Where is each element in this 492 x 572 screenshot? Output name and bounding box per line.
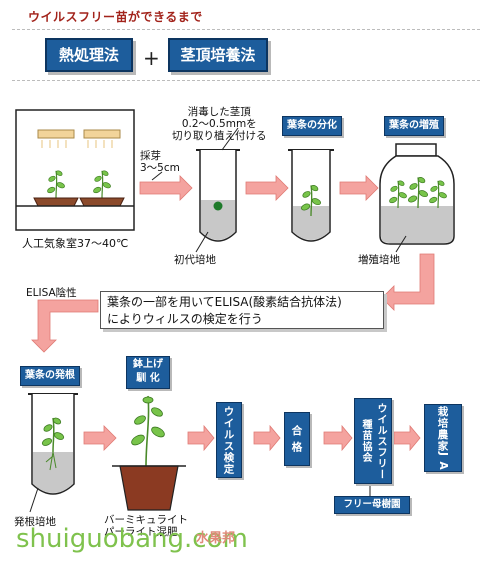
virus-test-tag: ウイルス検定 (216, 402, 242, 478)
potting-soil-label: バーミキュライト パーライト混肥 (104, 514, 188, 538)
potting-tag: 鉢上げ 馴 化 (126, 356, 170, 389)
heat-treatment-label: 熱処理法 (45, 38, 133, 72)
transplant-label: 消毒した茎頂 0.2～0.5mmを 切り取り植え付ける (172, 106, 267, 142)
farmers-label: 栽培農家 (436, 405, 449, 452)
initial-culture-tube (195, 149, 240, 253)
watermark: shuiguobang.com (16, 524, 248, 554)
proliferation-tag: 葉条の増殖 (384, 116, 444, 136)
elisa-negative-label: ELISA陰性 (26, 287, 77, 299)
divider (12, 80, 480, 81)
rooting-medium-label: 発根培地 (14, 516, 56, 528)
rooting-tube (28, 393, 78, 513)
sampling-label: 採芽 3～5cm (140, 150, 180, 174)
differentiation-tube (288, 149, 334, 242)
page-title: ウイルスフリー苗ができるまで (28, 10, 203, 24)
divider (12, 29, 480, 30)
watermark-logo: 水果邦 (196, 531, 236, 546)
rooting-tag: 葉条の発根 (20, 366, 80, 386)
meristem-culture-label: 茎頂培養法 (168, 38, 268, 72)
association-tag: ウイルスフリー 種苗協会 (354, 398, 392, 484)
ja-label: J A (437, 451, 449, 471)
mother-field-tag: フリー母樹園 (334, 496, 410, 514)
farmers-tag: 栽培農家 J A (424, 404, 462, 472)
proliferation-jar (379, 143, 455, 253)
growth-chamber (15, 109, 135, 231)
chamber-label: 人工気象室37～40℃ (22, 237, 129, 250)
initial-medium-label: 初代培地 (174, 254, 216, 266)
pass-tag: 合 格 (284, 412, 310, 466)
plus-sign: + (143, 46, 160, 70)
proliferation-medium-label: 増殖培地 (358, 254, 400, 266)
elisa-note: 葉条の一部を用いてELISA(酸素結合抗体法) によりウィルスの検定を行う (100, 291, 384, 329)
differentiation-tag: 葉条の分化 (282, 116, 342, 136)
potted-plant (112, 395, 186, 511)
